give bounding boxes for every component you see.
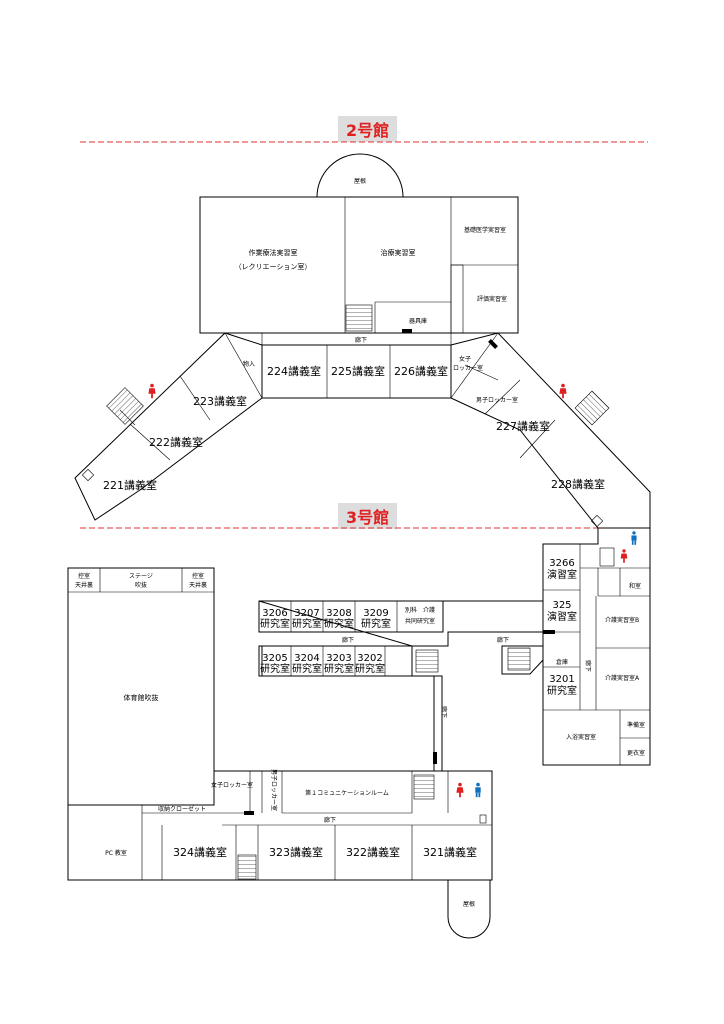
room-3202: 3202 <box>357 653 382 664</box>
room-3206-sub: 研究室 <box>260 617 290 630</box>
stairs-icon <box>413 774 435 800</box>
female-restroom-icon <box>456 782 464 798</box>
room-f-locker-1: 女子 <box>459 355 471 363</box>
room-3206: 3206 <box>262 608 287 619</box>
female-restroom-icon <box>620 549 628 563</box>
room-joint: 別科 介護 <box>405 606 435 614</box>
room-3205-sub: 研究室 <box>260 662 290 675</box>
room-f-locker-2: ロッカー室 <box>453 364 483 372</box>
corridor-label: 廊下 <box>324 816 336 824</box>
room-ctrl-left: 控室 <box>78 572 90 580</box>
female-restroom-icon <box>148 383 156 399</box>
room-ctrl-right-sub: 天井裏 <box>189 581 207 589</box>
room-3201-sub: 研究室 <box>547 684 577 697</box>
room-325: 325 <box>552 600 571 611</box>
room-3207: 3207 <box>294 608 319 619</box>
room-eval: 評価実習室 <box>477 295 507 303</box>
room-bath: 入浴実習室 <box>566 733 596 741</box>
room-prep: 準備室 <box>627 721 645 729</box>
room-3208-sub: 研究室 <box>324 617 354 630</box>
stairs-icon <box>574 390 610 426</box>
corridor-label: 廊下 <box>342 636 354 644</box>
corridor-label: 廊下 <box>497 636 509 644</box>
room-3266: 3266 <box>549 558 574 569</box>
room-ot: 作業療法実習室 <box>249 248 298 257</box>
building3-plan <box>67 527 651 939</box>
room-m-locker: 男子ロッカー室 <box>476 396 518 404</box>
room-kura: 倉庫 <box>556 658 568 666</box>
room-ot-sub: （レクリエーション室） <box>235 262 312 271</box>
room-228: 228講義室 <box>551 477 605 491</box>
room-3201: 3201 <box>549 674 574 685</box>
room-f-locker: 女子ロッカー室 <box>211 781 253 789</box>
male-restroom-icon <box>631 531 637 545</box>
room-washitsu: 和室 <box>629 582 641 590</box>
room-3203: 3203 <box>326 653 351 664</box>
room-gym: 体育館吹抜 <box>124 693 159 702</box>
building2-plan <box>74 153 651 529</box>
room-323: 323講義室 <box>269 845 323 859</box>
room-3209: 3209 <box>363 608 388 619</box>
building3-title: 3号館 <box>338 503 398 529</box>
building3-labels: 控室 天井裏 ステージ 吹抜 控室 天井裏 体育館吹抜 3206 研究室 320… <box>75 558 645 908</box>
stairs-icon <box>507 647 531 671</box>
room-223: 223講義室 <box>193 394 247 408</box>
room-3266-sub: 演習室 <box>547 568 577 581</box>
room-3203-sub: 研究室 <box>324 662 354 675</box>
room-stage: ステージ <box>129 573 153 580</box>
roof-label: 屋根 <box>354 177 366 185</box>
room-joint-sub: 共同研究室 <box>405 617 435 625</box>
room-ctrl-left-sub: 天井裏 <box>75 581 93 589</box>
room-221: 221講義室 <box>103 478 157 492</box>
room-324: 324講義室 <box>173 845 227 859</box>
room-3208: 3208 <box>326 608 351 619</box>
room-222: 222講義室 <box>149 435 203 449</box>
room-321: 321講義室 <box>423 845 477 859</box>
room-225: 225講義室 <box>331 364 385 378</box>
room-3202-sub: 研究室 <box>355 662 385 675</box>
room-227: 227講義室 <box>496 419 550 433</box>
male-restroom-icon <box>475 782 481 798</box>
room-closet: 収納クローゼット <box>158 805 206 813</box>
corridor-label-vertical: 廊下 <box>584 660 592 672</box>
building2-labels: 屋根 作業療法実習室 （レクリエーション室） 治療実習室 基礎医学実習室 評価実… <box>103 177 605 492</box>
room-322: 322講義室 <box>346 845 400 859</box>
room-storage: 器具庫 <box>409 317 427 325</box>
roof-label: 屋根 <box>463 900 475 908</box>
stairs-icon <box>415 649 439 673</box>
room-m-locker: 男子ロッカー室 <box>270 769 278 811</box>
room-stage-sub: 吹抜 <box>135 581 147 589</box>
stairs-icon <box>345 304 373 332</box>
building2-title: 2号館 <box>338 116 398 142</box>
room-224: 224講義室 <box>267 364 321 378</box>
room-care-b: 介護実習室B <box>605 616 639 624</box>
room-treat: 治療実習室 <box>381 248 416 257</box>
room-3207-sub: 研究室 <box>292 617 322 630</box>
room-basic: 基礎医学実習室 <box>464 226 506 234</box>
room-3204: 3204 <box>294 653 319 664</box>
stairs-icon <box>237 854 257 880</box>
room-325-sub: 演習室 <box>547 610 577 623</box>
corridor-label: 廊下 <box>355 336 367 344</box>
stairs-icon <box>106 387 144 425</box>
room-store: 物入 <box>243 360 255 368</box>
room-3209-sub: 研究室 <box>361 617 391 630</box>
room-ctrl-right: 控室 <box>192 572 204 580</box>
room-226: 226講義室 <box>394 364 448 378</box>
corridor-label-vertical: 廊下 <box>440 706 448 718</box>
room-changing: 更衣室 <box>627 749 645 757</box>
room-care-a: 介護実習室A <box>605 674 640 682</box>
female-restroom-icon <box>559 383 567 399</box>
room-3204-sub: 研究室 <box>292 662 322 675</box>
roof-dome <box>316 153 404 198</box>
room-comm: 第１コミュニケーションルーム <box>305 789 389 797</box>
room-pc: PC 教室 <box>105 849 127 857</box>
room-3205: 3205 <box>262 653 287 664</box>
